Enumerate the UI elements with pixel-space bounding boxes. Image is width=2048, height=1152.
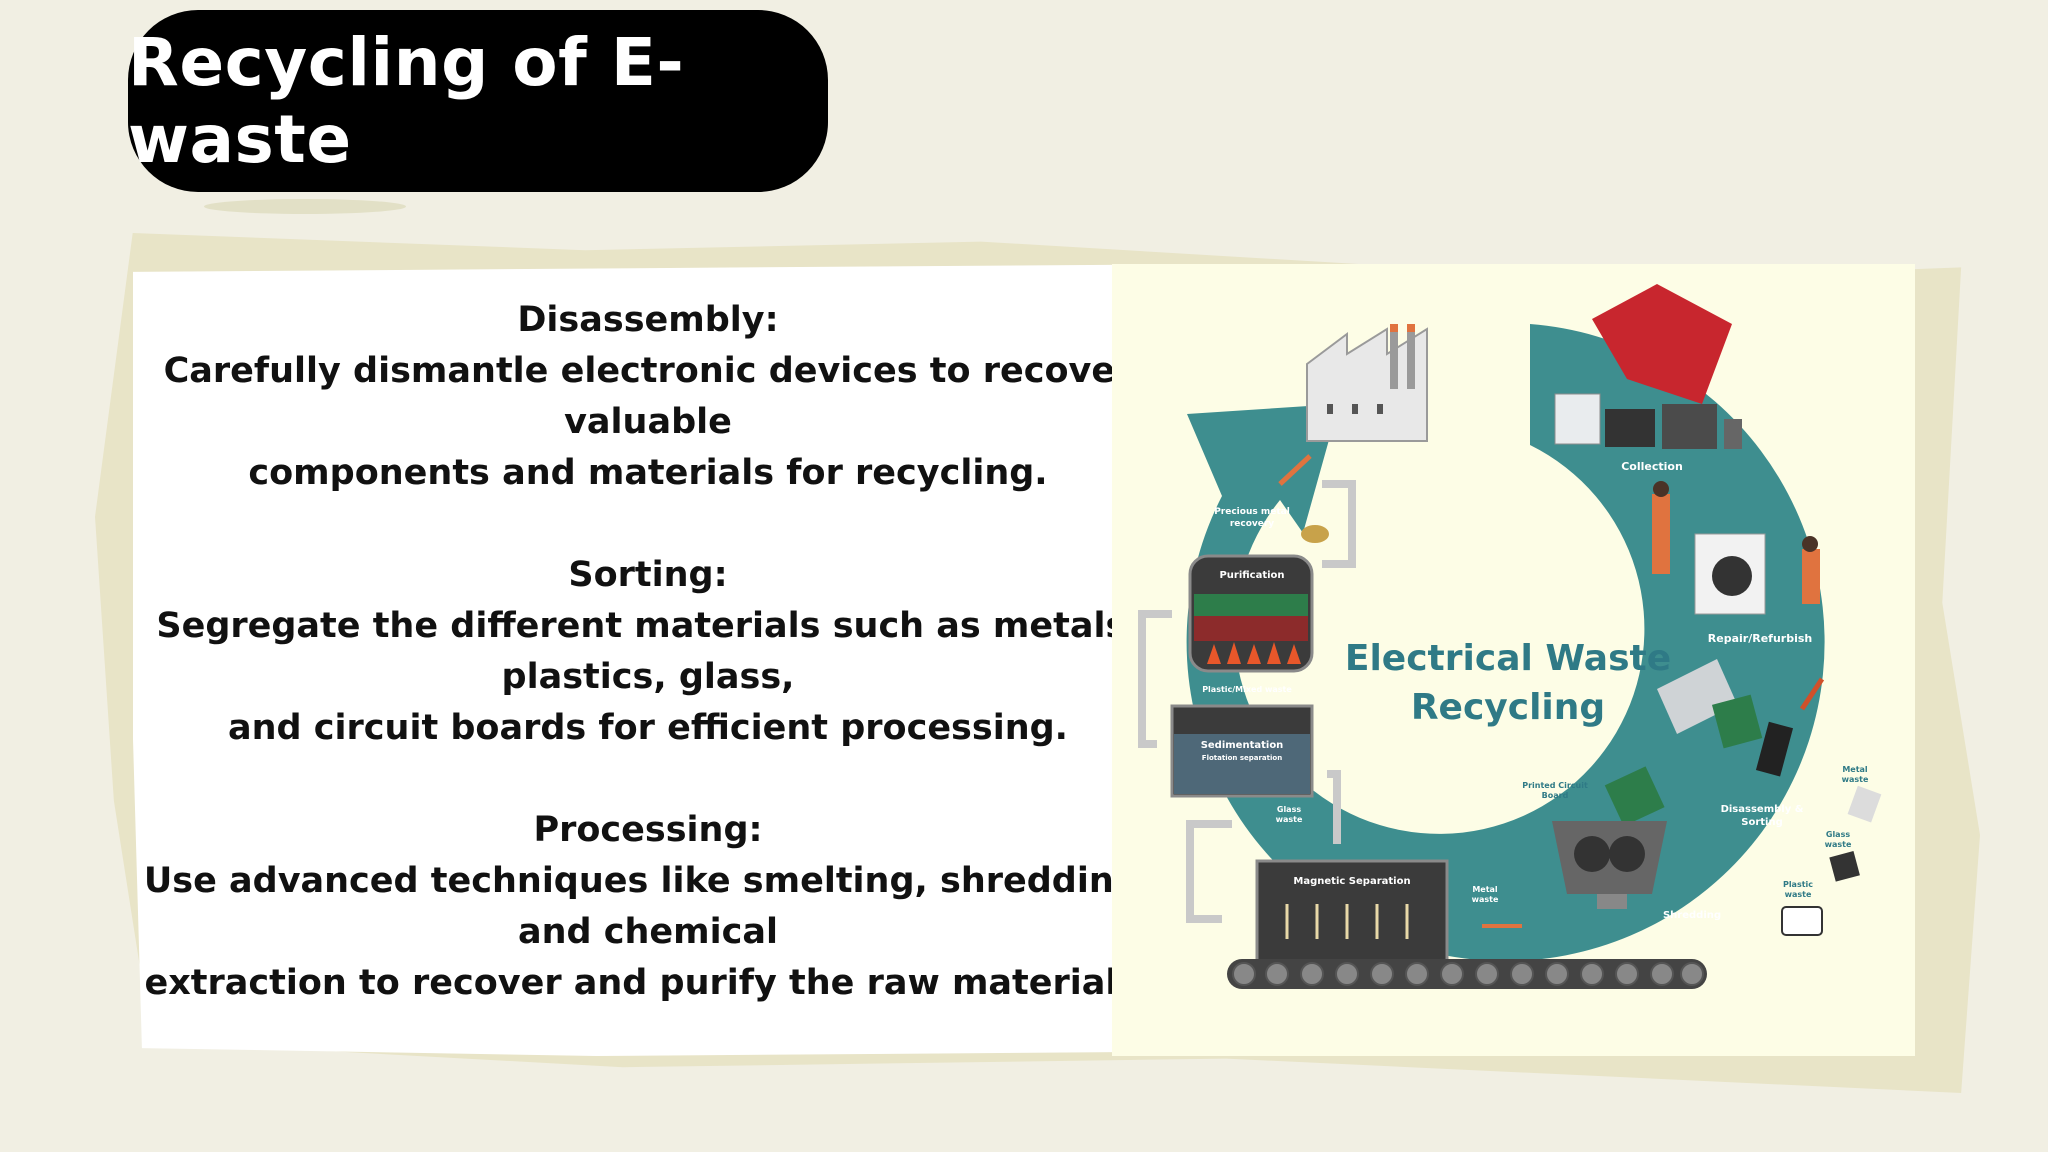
section-disassembly: Disassembly: Carefully dismantle electro…: [138, 295, 1158, 499]
gold-bowl-icon: [1301, 525, 1329, 543]
label-metal-waste-1: Metal: [1472, 885, 1498, 894]
label-sedimentation-1: Sedimentation: [1201, 740, 1284, 751]
purification-layer: [1194, 616, 1308, 641]
section-line: valuable: [564, 402, 732, 442]
section-line: plastics, glass,: [501, 657, 795, 697]
title-banner: Recycling of E-waste: [128, 10, 828, 192]
section-sorting: Sorting: Segregate the different materia…: [138, 550, 1158, 754]
section-heading: Disassembly:: [517, 300, 779, 340]
section-heading: Sorting:: [568, 555, 728, 595]
recycling-diagram: Collection Repair/Refurbish Electrical W…: [1112, 264, 1915, 1056]
glass-scrap-icon: [1829, 851, 1860, 882]
section-processing: Processing: Use advanced techniques like…: [138, 805, 1158, 1009]
section-line: Carefully dismantle electronic devices t…: [163, 351, 1133, 391]
disassembly-icon: [1657, 659, 1825, 777]
label-plastic-waste-1: Plastic: [1783, 880, 1813, 889]
label-pcb-1: Printed Circuit: [1522, 781, 1588, 790]
metal-scrap-icon: [1847, 785, 1882, 823]
section-line: components and materials for recycling.: [248, 453, 1048, 493]
section-line: Segregate the different materials such a…: [156, 606, 1140, 646]
page-title: Recycling of E-waste: [128, 24, 685, 178]
label-magnetic: Magnetic Separation: [1293, 876, 1410, 887]
label-precious-2: recovery: [1230, 519, 1274, 529]
shredder-icon: [1552, 821, 1667, 909]
section-line: and chemical: [517, 912, 778, 952]
label-metal-waste-2: waste: [1472, 895, 1499, 904]
label-metal-waste-right-2: waste: [1842, 775, 1869, 784]
magnetic-arrows-icon: [1285, 904, 1409, 939]
label-plastic-waste-2: waste: [1785, 890, 1812, 899]
label-collection: Collection: [1621, 460, 1683, 473]
section-line: extraction to recover and purify the raw…: [144, 963, 1152, 1003]
label-shredding: Shredding: [1663, 910, 1721, 921]
arrow-up-icon: [1278, 454, 1312, 486]
diagram-title-line1: Electrical Waste: [1345, 638, 1671, 679]
label-glass-waste-right-1: Glass: [1826, 830, 1850, 839]
plastic-scrap-icon: [1781, 906, 1823, 936]
label-disassembly-2: Sorting: [1741, 817, 1783, 828]
label-sedimentation-2: Flotation separation: [1202, 754, 1282, 762]
pipe-segment: [1322, 480, 1356, 568]
circuit-board-icon: [1604, 766, 1665, 827]
repair-workers-icon: [1652, 481, 1820, 615]
purification-layer: [1194, 594, 1308, 616]
label-precious-1: Precious metal: [1214, 507, 1290, 517]
label-repair: Repair/Refurbish: [1708, 632, 1812, 645]
pipe-segment: [1327, 770, 1341, 844]
label-glass-waste-1: Glass: [1277, 805, 1301, 814]
section-line: Use advanced techniques like smelting, s…: [143, 861, 1153, 901]
diagram-title-line2: Recycling: [1411, 687, 1605, 728]
text-panel: Disassembly: Carefully dismantle electro…: [138, 295, 1158, 1035]
conveyor-wheels: [1232, 962, 1704, 986]
section-line: and circuit boards for efficient process…: [228, 708, 1068, 748]
magnetic-separator-box: [1255, 859, 1449, 963]
pipe-segment: [1186, 820, 1232, 923]
label-disassembly-1: Disassembly &: [1721, 804, 1804, 815]
factory-icon: [1306, 324, 1428, 442]
fire-icon: [1207, 642, 1301, 664]
label-glass-waste-2: waste: [1276, 815, 1303, 824]
label-metal-waste-right-1: Metal: [1842, 765, 1868, 774]
label-plastic-mixed: Plastic/Mixed waste: [1202, 685, 1292, 694]
pipe-segment: [1138, 610, 1172, 748]
label-purification: Purification: [1219, 570, 1284, 581]
section-heading: Processing:: [533, 810, 763, 850]
collection-devices-icon: [1554, 284, 1742, 449]
label-glass-waste-right-2: waste: [1825, 840, 1852, 849]
label-pcb-2: Board: [1542, 791, 1569, 800]
title-shadow: [204, 199, 406, 214]
sedimentation-water: [1174, 734, 1310, 794]
